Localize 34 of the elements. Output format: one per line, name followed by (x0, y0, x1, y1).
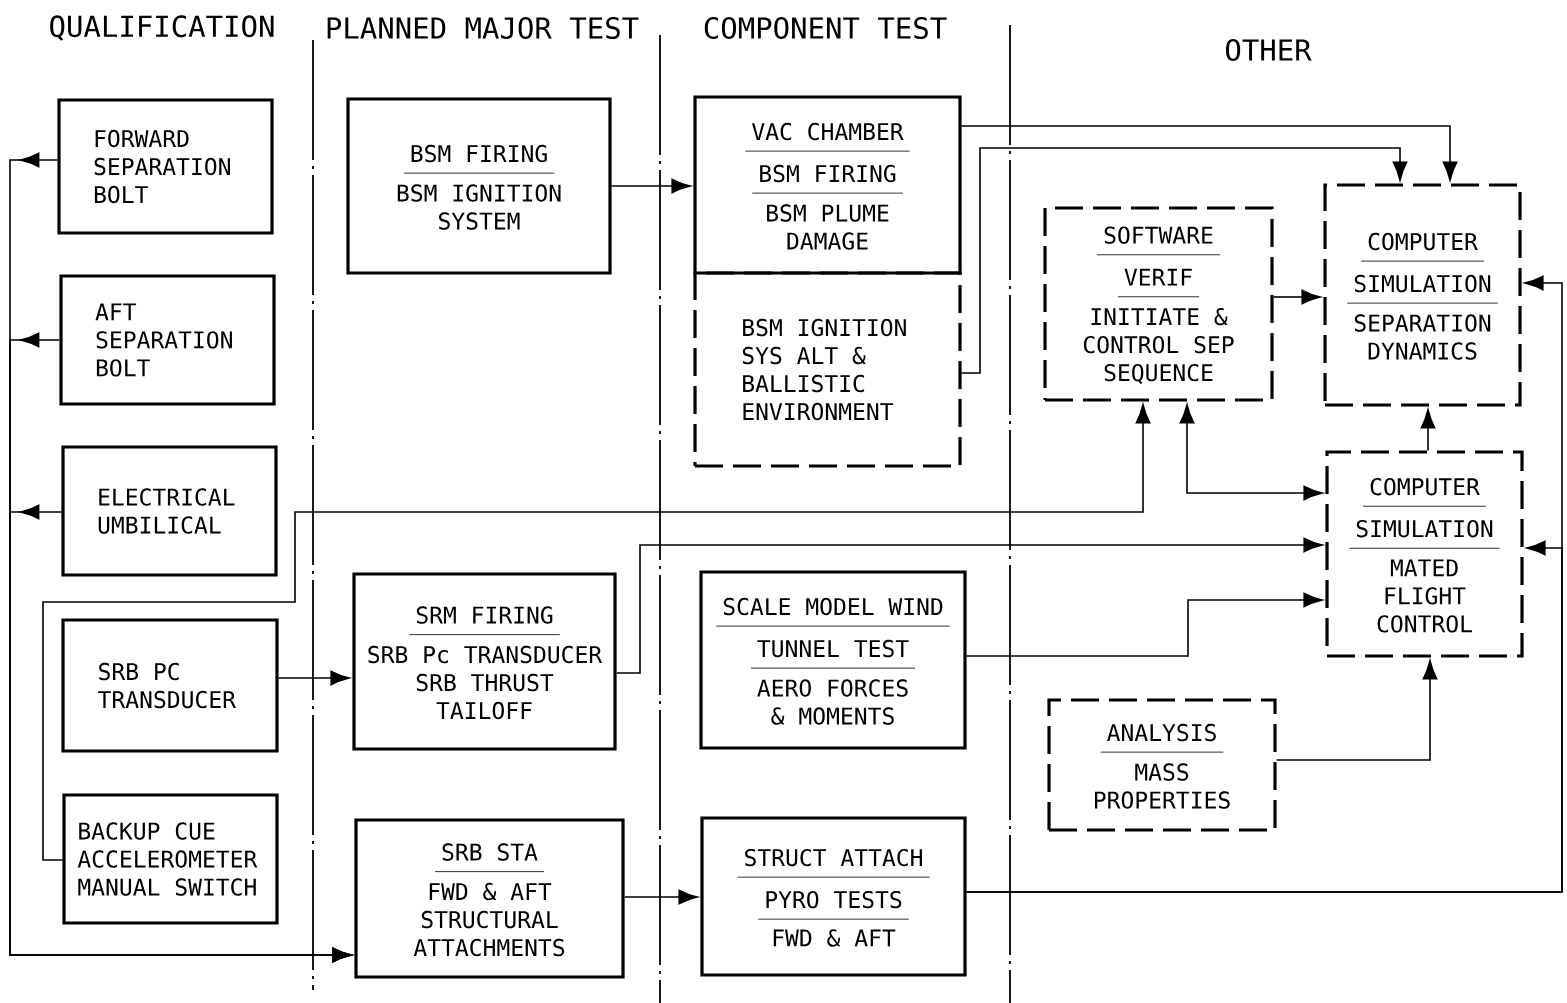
process-box: BACKUP CUE ACCELEROMETER MANUAL SWITCH (62, 793, 279, 925)
arrow (965, 592, 1323, 657)
arrow (615, 537, 1323, 674)
process-box: BSM FIRING BSM IGNITION SYSTEM (346, 97, 612, 275)
dashed-box: ANALYSIS MASS PROPERTIES (1047, 698, 1277, 832)
column-heading: OTHER (1226, 39, 1312, 61)
dashed-box: BSM IGNITION SYS ALT & BALLISTIC ENVIRONMENT (693, 271, 962, 468)
dashed-box: COMPUTER SIMULATION SEPARATION DYNAMICS (1323, 183, 1522, 407)
process-box: SRB PC TRANSDUCER (61, 618, 279, 753)
process-box: VAC CHAMBER BSM FIRING BSM PLUME DAMAGE (693, 95, 962, 275)
column-heading: PLANNED MAJOR TEST (327, 17, 639, 39)
process-box: SRB STA FWD & AFT STRUCTURAL ATTACHMENTS (354, 818, 625, 979)
arrow (42, 404, 1151, 861)
arrow (610, 178, 691, 194)
arrow (623, 889, 698, 905)
arrow (960, 147, 1408, 374)
arrow (1420, 409, 1436, 452)
arrow (960, 125, 1458, 181)
process-box: SCALE MODEL WIND TUNNEL TEST AERO FORCES & MOMENTS (699, 570, 967, 750)
arrow (965, 275, 1563, 893)
arrow (9, 504, 352, 963)
process-box: STRUCT ATTACH PYRO TESTS FWD & AFT (700, 816, 967, 977)
arrow (277, 670, 350, 686)
process-box: AFT SEPARATION BOLT (59, 274, 276, 406)
column-heading: COMPONENT TEST (704, 17, 947, 39)
process-box: SRM FIRING SRB Pc TRANSDUCER SRB THRUST TAILOFF (352, 572, 617, 751)
dashed-box: SOFTWARE VERIF INITIATE & CONTROL SEP SEQUENCE (1043, 206, 1274, 402)
arrow (1275, 660, 1438, 761)
process-box: FORWARD SEPARATION BOLT (57, 98, 274, 235)
column-heading: QUALIFICATION (50, 15, 274, 41)
arrow (1179, 404, 1323, 501)
process-box: ELECTRICAL UMBILICAL (61, 445, 278, 577)
dashed-box: COMPUTER SIMULATION MATED FLIGHT CONTROL (1325, 450, 1524, 658)
arrow (1272, 289, 1321, 305)
